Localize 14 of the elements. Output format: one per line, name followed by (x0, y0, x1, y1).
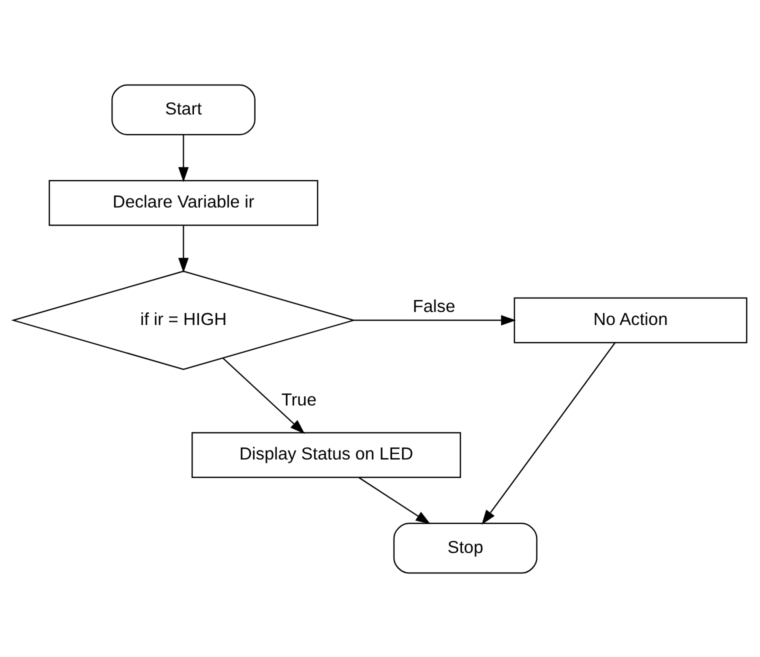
node-diamond: if ir = HIGH (11, 270, 356, 370)
arrow (178, 225, 189, 272)
node-box: Display Status on LED (192, 432, 462, 478)
arrow (178, 134, 189, 182)
node-box: Stop (393, 522, 538, 574)
arrow (482, 342, 616, 524)
edge-label: True (281, 389, 317, 410)
node-box: Start (111, 84, 256, 135)
arrow (354, 314, 516, 326)
edge-label: False (412, 295, 456, 316)
node-box: No Action (514, 296, 748, 343)
arrow (222, 357, 305, 434)
node-box: Declare Variable ir (48, 179, 318, 226)
arrow (358, 476, 431, 524)
